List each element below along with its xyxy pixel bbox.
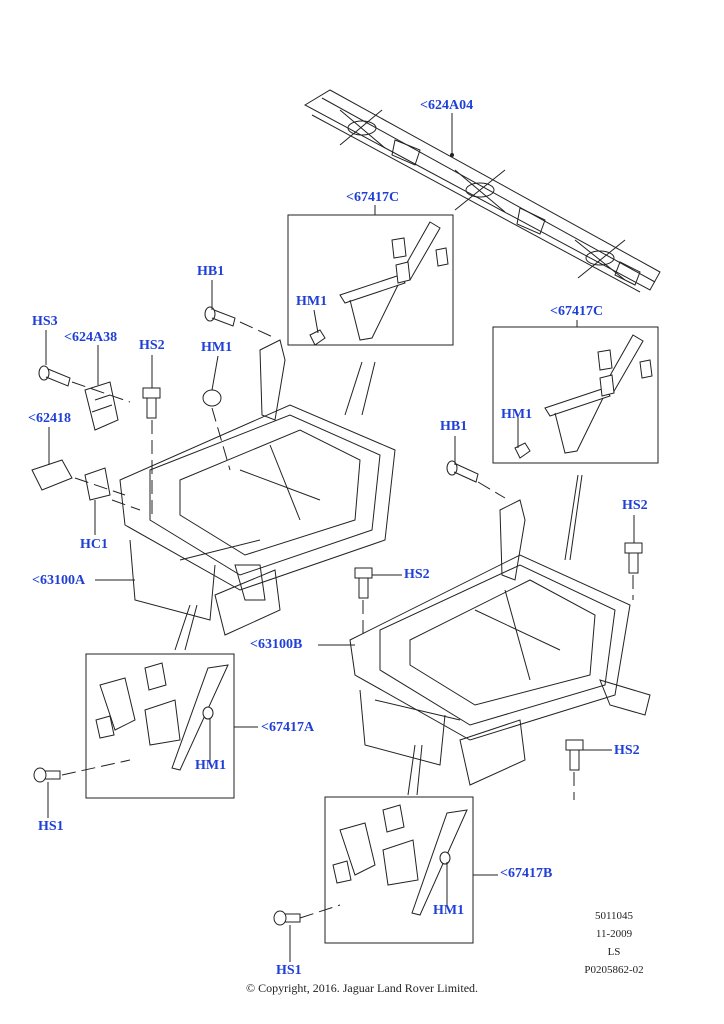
callout-hb1-right[interactable]: HB1 bbox=[440, 419, 468, 434]
callout-63100b[interactable]: <63100B bbox=[250, 637, 303, 652]
callout-hs1-bottom[interactable]: HS1 bbox=[276, 963, 302, 978]
callout-hm1-box-b[interactable]: HM1 bbox=[433, 903, 465, 918]
bolt-hs2-left bbox=[142, 387, 161, 419]
assembly-lines bbox=[61, 321, 634, 919]
strap-assembly-right bbox=[514, 334, 653, 459]
kit-box-67417a bbox=[85, 653, 235, 799]
bolt-hb1-right bbox=[446, 460, 479, 483]
callout-hs2-right-bottom[interactable]: HS2 bbox=[614, 743, 640, 758]
callout-hs1-left[interactable]: HS1 bbox=[38, 819, 64, 834]
callout-63100a[interactable]: <63100A bbox=[32, 573, 86, 588]
strap-assembly-a bbox=[95, 662, 229, 771]
strap-assembly-top bbox=[309, 221, 449, 346]
callout-hm1-box-right[interactable]: HM1 bbox=[501, 407, 533, 422]
callout-hs2-left[interactable]: HS2 bbox=[139, 338, 165, 353]
callout-62418[interactable]: <62418 bbox=[28, 411, 71, 426]
callout-hm1-box-a[interactable]: HM1 bbox=[195, 758, 227, 773]
callout-67417c-top[interactable]: <67417C bbox=[346, 190, 400, 205]
callout-hc1[interactable]: HC1 bbox=[80, 537, 108, 552]
bolt-hb1-left bbox=[204, 306, 236, 327]
callout-67417a[interactable]: <67417A bbox=[261, 720, 315, 735]
callout-67417b[interactable]: <67417B bbox=[500, 866, 553, 881]
callout-67417c-right[interactable]: <67417C bbox=[550, 304, 604, 319]
callout-624a38[interactable]: <624A38 bbox=[64, 330, 118, 345]
callout-hm1-left[interactable]: HM1 bbox=[201, 340, 233, 355]
callout-hs2-mid[interactable]: HS2 bbox=[404, 567, 430, 582]
bracket-624a38 bbox=[84, 381, 119, 431]
kit-box-67417c-top bbox=[287, 214, 454, 346]
crossmember-part bbox=[303, 89, 661, 293]
illustration-number: P0205862-02 bbox=[584, 964, 644, 976]
bolt-hs1-bottom bbox=[273, 910, 301, 926]
drawing-date: 11-2009 bbox=[595, 928, 633, 940]
callout-hs3[interactable]: HS3 bbox=[32, 314, 58, 329]
strap-assembly-b bbox=[332, 804, 468, 916]
leader-lines bbox=[45, 113, 635, 962]
bolt-hs2-right-bottom bbox=[565, 739, 584, 771]
callout-hs2-right-top[interactable]: HS2 bbox=[622, 498, 648, 513]
bolt-hs2-right-top bbox=[624, 542, 643, 574]
callout-hm1-box-top[interactable]: HM1 bbox=[296, 294, 328, 309]
callout-hb1-left[interactable]: HB1 bbox=[197, 264, 225, 279]
kit-box-67417b bbox=[324, 796, 474, 944]
seat-frame-right bbox=[349, 499, 651, 786]
drawing-code: LS bbox=[607, 946, 621, 958]
copyright-notice: © Copyright, 2016. Jaguar Land Rover Lim… bbox=[245, 981, 479, 995]
bolt-hs1-left bbox=[33, 767, 61, 783]
drawing-ref-number: 5011045 bbox=[594, 910, 634, 922]
seat-frame-left bbox=[119, 339, 396, 636]
clip-hc1 bbox=[84, 467, 111, 501]
bolt-hs2-mid bbox=[354, 567, 373, 599]
kit-box-67417c-right bbox=[492, 326, 659, 464]
callout-624a04[interactable]: <624A04 bbox=[420, 98, 474, 113]
harness-62418 bbox=[31, 459, 73, 491]
bolt-hs3 bbox=[38, 365, 71, 387]
clip-hm1-left bbox=[202, 389, 222, 407]
